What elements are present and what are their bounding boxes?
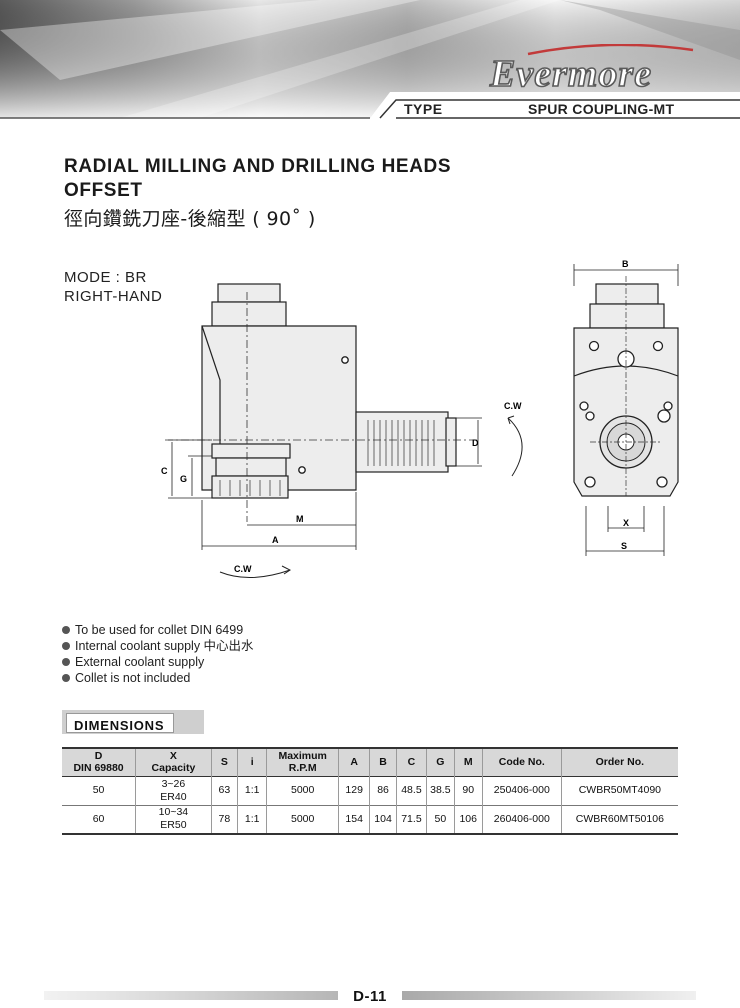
side-view-drawing: C G M A D C.W C.W [161,283,523,579]
page-subtitle: OFFSET [64,180,143,201]
dim-label-a: A [272,535,279,545]
dim-label-x: X [623,518,629,528]
feature-item: Collet is not included [62,670,254,686]
type-value: SPUR COUPLING-MT [528,101,675,117]
cell-b: 104 [369,805,397,834]
cell-m: 90 [453,776,483,805]
cell-a: 154 [337,805,370,834]
svg-text:Evermore: Evermore [489,53,652,94]
cell-s: 78 [210,805,238,834]
hand-label: RIGHT-HAND [64,288,163,305]
column-header: Code No. [481,748,562,776]
column-header: M [453,748,483,776]
cell-order-no: CWBR60MT50106 [560,805,678,834]
column-header: i [237,748,267,776]
cell-i: 1:1 [237,805,267,834]
dim-label-b: B [622,259,629,269]
cell-d: 60 [92,812,105,825]
dim-label-d: D [472,438,479,448]
feature-text: External coolant supply [75,655,205,669]
dim-label-g: G [180,474,187,484]
cell-g: 50 [426,805,455,834]
column-header: S [210,748,238,776]
mode-label: MODE : BR [64,269,147,286]
feature-item: Internal coolant supply 中心出水 [62,638,254,654]
cell-g: 38.5 [426,776,455,805]
feature-text: To be used for collet DIN 6499 [75,623,244,637]
header-banner [0,0,740,119]
page-title-chinese: 徑向鑽銑刀座-後縮型 ( 90˚ ) [64,208,316,230]
page-title: RADIAL MILLING AND DRILLING HEADS [64,156,452,177]
front-view-drawing: B X S [573,259,679,556]
dimensions-section-tag: DIMENSIONS [62,710,204,734]
cell-c: 48.5 [395,776,427,805]
column-header: G [426,748,455,776]
dim-label-c: C [161,466,168,476]
dimensions-heading: DIMENSIONS [74,718,165,733]
page-number-box [338,987,402,1008]
cell-order-no: CWBR50MT4090 [560,776,678,805]
bullet-icon [62,674,70,682]
cell-c: 71.5 [395,805,427,834]
cell-m: 106 [453,805,483,834]
feature-list: To be used for collet DIN 6499 Internal … [62,622,254,686]
bullet-icon [62,658,70,666]
column-header: B [369,748,397,776]
cell-rpm: 5000 [266,805,339,834]
cell-code-no: 260406-000 [481,805,562,834]
feature-text: Collet is not included [75,671,191,685]
dim-label-m: M [296,514,304,524]
cell-d: 50 [92,784,105,796]
feature-item: To be used for collet DIN 6499 [62,622,254,638]
cell-i: 1:1 [237,776,267,805]
type-label: TYPE [404,101,443,117]
column-header: A [337,748,370,776]
bullet-icon [62,642,70,650]
cw-label-bottom: C.W [234,564,252,574]
feature-item: External coolant supply [62,654,254,670]
dimensions-tag-box: DIMENSIONS [66,713,174,733]
column-header: C [395,748,427,776]
feature-text: Internal coolant supply 中心出水 [75,639,254,653]
cell-rpm: 5000 [266,776,339,805]
cell-code-no: 250406-000 [481,776,562,805]
cell-b: 86 [369,776,397,805]
cw-label-side: C.W [504,401,522,411]
cell-s: 63 [210,776,238,805]
column-header: Order No. [560,748,678,776]
cell-a: 129 [337,776,370,805]
page-number: D-11 [353,988,387,1005]
evermore-logo: Evermore [488,44,694,94]
bullet-icon [62,626,70,634]
dim-label-s: S [621,541,627,551]
